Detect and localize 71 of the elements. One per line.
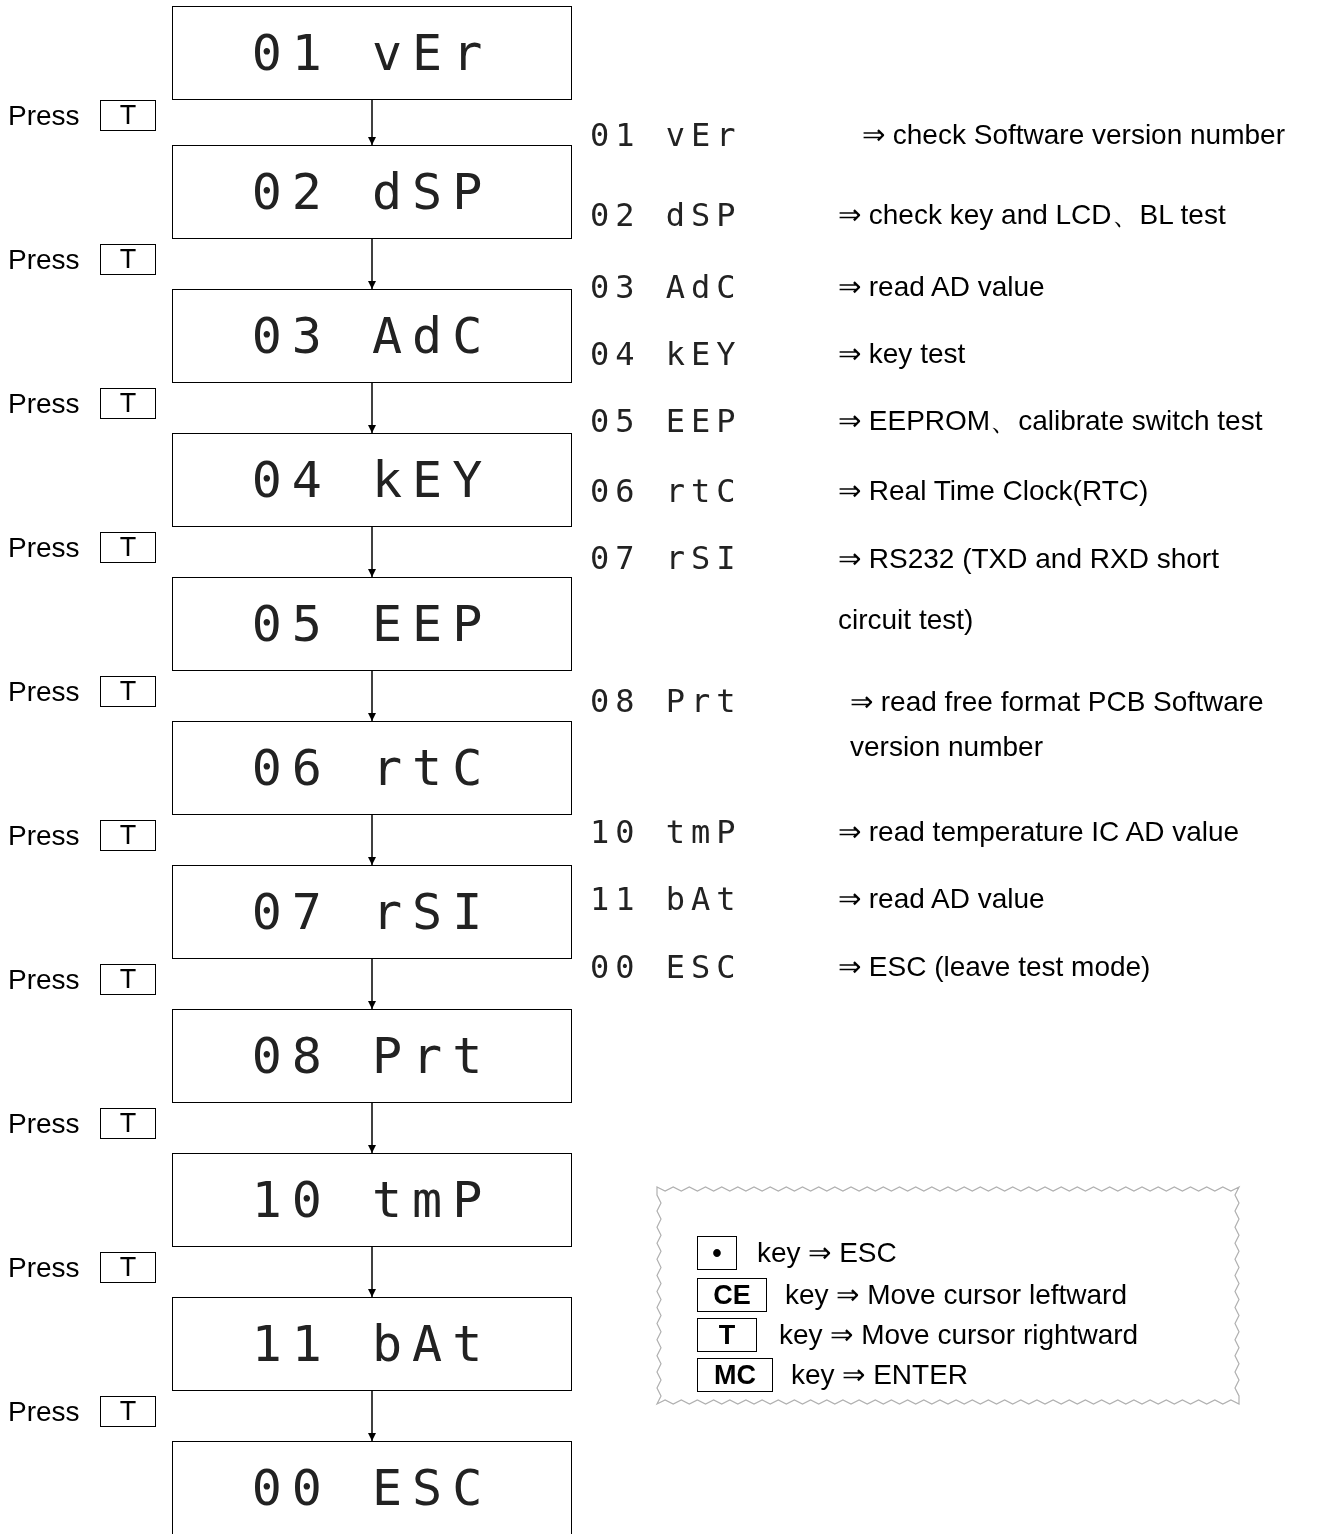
key-box: T xyxy=(100,676,156,707)
key-box: • xyxy=(697,1236,737,1270)
description-text: ⇒ read free format PCB Software version number xyxy=(850,684,1265,764)
arrow xyxy=(368,99,376,146)
key-box: T xyxy=(100,244,156,275)
key-box: T xyxy=(697,1318,757,1352)
description-text: ⇒ read temperature IC AD value xyxy=(838,815,1240,849)
display-code: 08 Prt xyxy=(590,681,742,721)
arrow xyxy=(368,382,376,434)
display-code: 11 bAt xyxy=(590,879,742,919)
display-box: 07 rSI xyxy=(172,865,572,959)
key-box: T xyxy=(100,532,156,563)
key-description: key ⇒ ENTER xyxy=(791,1358,969,1392)
description-text: ⇒ check Software version number xyxy=(862,118,1285,152)
arrow xyxy=(368,238,376,290)
key-box: T xyxy=(100,1108,156,1139)
press-label: Press xyxy=(8,242,80,277)
display-code: 00 ESC xyxy=(590,947,742,987)
display-box: 08 Prt xyxy=(172,1009,572,1103)
display-code: 06 rtC xyxy=(590,471,742,511)
key-box: T xyxy=(100,964,156,995)
display-box: 06 rtC xyxy=(172,721,572,815)
arrow xyxy=(368,1102,376,1154)
display-box: 05 EEP xyxy=(172,577,572,671)
display-box: 11 bAt xyxy=(172,1297,572,1391)
display-code: 07 rSI xyxy=(590,538,742,578)
arrow xyxy=(368,814,376,866)
display-box: 00 ESC xyxy=(172,1441,572,1534)
key-description: key ⇒ Move cursor leftward xyxy=(785,1278,1127,1312)
description-text: ⇒ ESC (leave test mode) xyxy=(838,950,1151,984)
key-description: key ⇒ ESC xyxy=(757,1236,897,1270)
key-box: CE xyxy=(697,1278,767,1312)
description-text: ⇒ read AD value xyxy=(838,882,1045,916)
description-text: ⇒ key test xyxy=(838,337,966,371)
key-box: T xyxy=(100,820,156,851)
display-code: 02 dSP xyxy=(590,195,742,235)
press-label: Press xyxy=(8,1394,80,1429)
description-text: ⇒ read AD value xyxy=(838,270,1045,304)
key-description: key ⇒ Move cursor rightward xyxy=(779,1318,1139,1352)
display-code: 01 vEr xyxy=(590,115,742,155)
display-code: 05 EEP xyxy=(590,401,742,441)
arrow xyxy=(368,958,376,1010)
key-box: T xyxy=(100,1252,156,1283)
display-code: 04 kEY xyxy=(590,334,742,374)
display-box: 10 tmP xyxy=(172,1153,572,1247)
key-box: T xyxy=(100,100,156,131)
display-box: 03 AdC xyxy=(172,289,572,383)
press-label: Press xyxy=(8,530,80,565)
description-text: ⇒ check key and LCD、BL test xyxy=(838,198,1226,232)
press-label: Press xyxy=(8,1106,80,1141)
press-label: Press xyxy=(8,962,80,997)
description-text: ⇒ Real Time Clock(RTC) xyxy=(838,474,1149,508)
display-box: 01 vEr xyxy=(172,6,572,100)
display-box: 02 dSP xyxy=(172,145,572,239)
description-text: ⇒ RS232 (TXD and RXD short circuit test) xyxy=(838,541,1220,637)
arrow xyxy=(368,526,376,578)
press-label: Press xyxy=(8,98,80,133)
arrow xyxy=(368,1246,376,1298)
arrow xyxy=(368,670,376,722)
description-text: ⇒ EEPROM、calibrate switch test xyxy=(838,404,1263,438)
press-label: Press xyxy=(8,386,80,421)
press-label: Press xyxy=(8,1250,80,1285)
display-code: 03 AdC xyxy=(590,267,742,307)
display-box: 04 kEY xyxy=(172,433,572,527)
press-label: Press xyxy=(8,818,80,853)
key-box: T xyxy=(100,1396,156,1427)
key-box: T xyxy=(100,388,156,419)
press-label: Press xyxy=(8,674,80,709)
key-box: MC xyxy=(697,1358,773,1392)
display-code: 10 tmP xyxy=(590,812,742,852)
arrow xyxy=(368,1390,376,1442)
